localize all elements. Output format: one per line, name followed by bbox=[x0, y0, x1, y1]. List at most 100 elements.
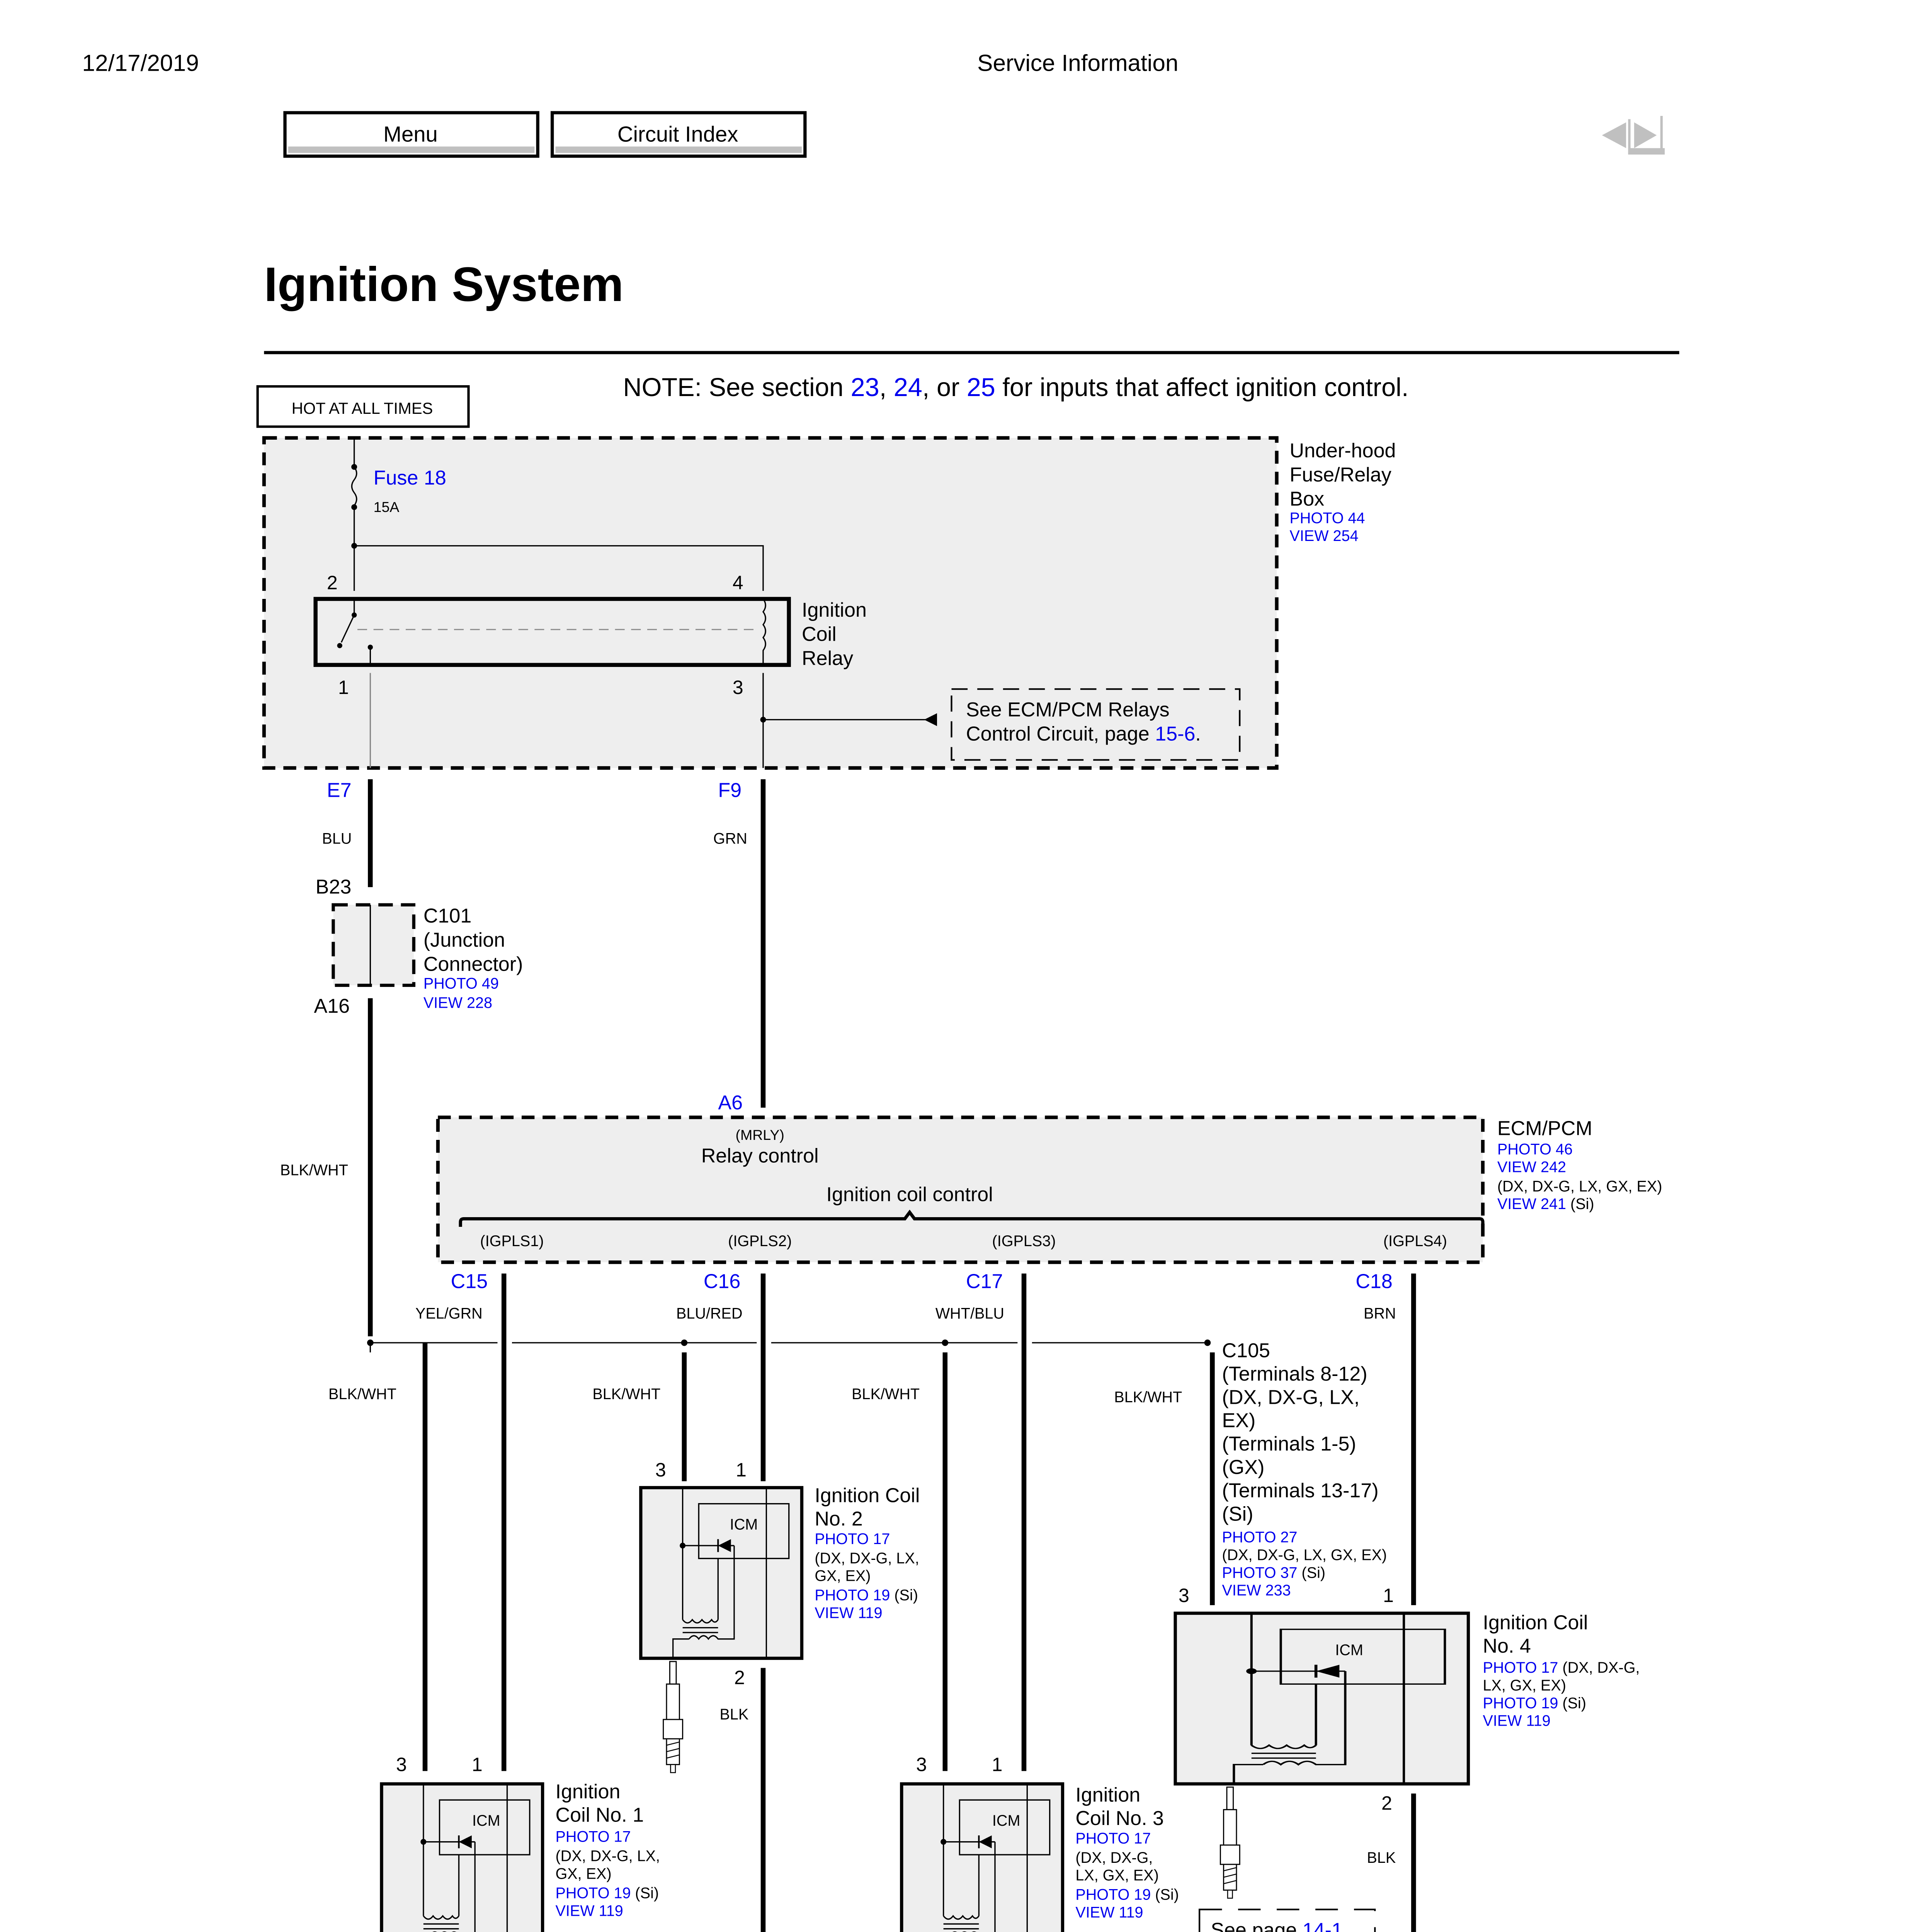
igpls2: (IGPLS2) bbox=[728, 1233, 792, 1250]
c101-photo-link[interactable]: PHOTO 49 bbox=[423, 975, 499, 992]
terminal-b23: B23 bbox=[316, 876, 352, 898]
menu-button[interactable]: Menu bbox=[283, 111, 539, 158]
igpls3: (IGPLS3) bbox=[992, 1233, 1056, 1250]
ecm-pcm-box bbox=[438, 1117, 1483, 1262]
ecm-view241-link[interactable]: VIEW 241 bbox=[1497, 1196, 1566, 1213]
terminal-f9: F9 bbox=[718, 779, 742, 802]
coil2-photo19-link[interactable]: PHOTO 19 bbox=[815, 1587, 890, 1604]
relay-coil-icon bbox=[762, 599, 766, 665]
svg-text:(DX, DX-G,LX, GX, EX): (DX, DX-G,LX, GX, EX) bbox=[1075, 1849, 1159, 1884]
c105-photo37-link[interactable]: PHOTO 37 bbox=[1222, 1564, 1298, 1581]
terminal-c18: C18 bbox=[1355, 1270, 1393, 1293]
ecm-coil-control: Ignition coil control bbox=[827, 1183, 993, 1206]
section-24-link[interactable]: 24 bbox=[894, 373, 922, 402]
svg-text:LX, GX, EX): LX, GX, EX) bbox=[1483, 1677, 1566, 1694]
power-source-box bbox=[256, 385, 470, 428]
coil4-photo19-link[interactable]: PHOTO 19 bbox=[1483, 1695, 1558, 1712]
svg-text:2: 2 bbox=[1381, 1792, 1392, 1814]
prev-next-arrows-icon[interactable] bbox=[1602, 116, 1665, 155]
ecm-photo-link[interactable]: PHOTO 46 bbox=[1497, 1141, 1573, 1158]
svg-text:ICM: ICM bbox=[472, 1812, 500, 1829]
print-date: 12/17/2019 bbox=[82, 49, 199, 76]
coil1-photo17-link[interactable]: PHOTO 17 bbox=[556, 1828, 631, 1845]
coil2-view-link[interactable]: VIEW 119 bbox=[815, 1605, 882, 1622]
svg-text:2: 2 bbox=[734, 1667, 745, 1688]
svg-text:PHOTO 19 (Si): PHOTO 19 (Si) bbox=[556, 1885, 659, 1902]
wire-color-blu: BLU bbox=[322, 830, 352, 847]
ignition-coil-relay bbox=[313, 597, 791, 667]
svg-text:BLK: BLK bbox=[1367, 1849, 1396, 1866]
coil1-photo19-link[interactable]: PHOTO 19 bbox=[556, 1885, 631, 1902]
svg-text:1: 1 bbox=[1383, 1585, 1394, 1606]
terminal-a6: A6 bbox=[718, 1092, 743, 1114]
page-14-1-link[interactable]: 14-1 bbox=[1303, 1919, 1343, 1932]
svg-text:BLK: BLK bbox=[720, 1706, 749, 1723]
wire-color-blu-red: BLU/RED bbox=[676, 1305, 743, 1322]
svg-text:(DX, DX-G, LX,GX, EX): (DX, DX-G, LX,GX, EX) bbox=[556, 1848, 660, 1883]
coil2-photo17-link[interactable]: PHOTO 17 bbox=[815, 1531, 890, 1548]
fuse-box-photo-link[interactable]: PHOTO 44 bbox=[1290, 510, 1365, 527]
c101-view-link[interactable]: VIEW 228 bbox=[423, 994, 492, 1011]
ecm-view242-link[interactable]: VIEW 242 bbox=[1497, 1158, 1566, 1175]
igpls1: (IGPLS1) bbox=[480, 1233, 544, 1250]
coil3-photo17-link[interactable]: PHOTO 17 bbox=[1075, 1830, 1151, 1847]
terminal-a16: A16 bbox=[314, 995, 350, 1017]
svg-text:1: 1 bbox=[992, 1753, 1003, 1775]
circuit-index-button[interactable]: Circuit Index bbox=[551, 111, 807, 158]
power-source-label: HOT AT ALL TIMES bbox=[292, 399, 433, 417]
note-text: NOTE: See section 23, 24, or 25 for inpu… bbox=[623, 373, 1409, 402]
page-title: Ignition System bbox=[264, 258, 624, 311]
spark-plug-icon bbox=[1219, 1786, 1240, 1899]
wire-color-yel-grn: YEL/GRN bbox=[415, 1305, 483, 1322]
igpls4: (IGPLS4) bbox=[1383, 1233, 1447, 1250]
relay-pin-1: 1 bbox=[338, 677, 349, 698]
wire-color-wht-blu: WHT/BLU bbox=[935, 1305, 1004, 1322]
svg-text:PHOTO 19 (Si): PHOTO 19 (Si) bbox=[815, 1587, 918, 1604]
c105-photo27-link[interactable]: PHOTO 27 bbox=[1222, 1529, 1298, 1546]
svg-text:ICM: ICM bbox=[730, 1516, 758, 1533]
wire-color-blk-wht-4: BLK/WHT bbox=[1114, 1389, 1182, 1406]
svg-text:3: 3 bbox=[655, 1459, 666, 1481]
wire-color-grn: GRN bbox=[713, 830, 747, 847]
svg-text:PHOTO 37 (Si): PHOTO 37 (Si) bbox=[1222, 1564, 1326, 1581]
c105-name: C105(Terminals 8-12)(DX, DX-G, LX,EX)(Te… bbox=[1222, 1339, 1379, 1525]
fuse-box-view-link[interactable]: VIEW 254 bbox=[1290, 527, 1359, 544]
coil4-photo17-link[interactable]: PHOTO 17 bbox=[1483, 1659, 1558, 1676]
coil3-view-link[interactable]: VIEW 119 bbox=[1075, 1904, 1143, 1921]
terminal-e7: E7 bbox=[327, 779, 352, 802]
terminal-c15: C15 bbox=[451, 1270, 488, 1293]
wire-color-blk-wht: BLK/WHT bbox=[280, 1162, 348, 1179]
svg-text:3: 3 bbox=[396, 1753, 407, 1775]
page-15-6-link[interactable]: 15-6 bbox=[1155, 723, 1195, 745]
relay-pin-4: 4 bbox=[733, 572, 743, 594]
svg-text:3: 3 bbox=[916, 1753, 927, 1775]
ecm-variants: (DX, DX-G, LX, GX, EX) bbox=[1497, 1178, 1662, 1195]
wire-color-blk-wht-3: BLK/WHT bbox=[852, 1386, 920, 1403]
section-23-link[interactable]: 23 bbox=[851, 373, 879, 402]
coil4-view-link[interactable]: VIEW 119 bbox=[1483, 1713, 1551, 1730]
terminal-c17: C17 bbox=[966, 1270, 1003, 1293]
svg-text:ICM: ICM bbox=[992, 1812, 1020, 1829]
fuse-relay-box bbox=[264, 438, 1277, 768]
see-page-ref-box bbox=[1199, 1908, 1376, 1932]
wire-color-brn: BRN bbox=[1364, 1305, 1396, 1322]
coil-control-brace bbox=[459, 1209, 1485, 1227]
svg-text:1: 1 bbox=[472, 1753, 483, 1775]
c105-variants: (DX, DX-G, LX, GX, EX) bbox=[1222, 1547, 1387, 1564]
wire-color-blk-wht-1: BLK/WHT bbox=[328, 1386, 396, 1403]
c105-view-link[interactable]: VIEW 233 bbox=[1222, 1582, 1291, 1599]
svg-text:PHOTO 19 (Si): PHOTO 19 (Si) bbox=[1483, 1695, 1587, 1712]
coil3-photo19-link[interactable]: PHOTO 19 bbox=[1075, 1886, 1151, 1903]
fuse-18-link[interactable]: Fuse 18 bbox=[374, 467, 446, 489]
section-25-link[interactable]: 25 bbox=[967, 373, 995, 402]
coil1-view-link[interactable]: VIEW 119 bbox=[556, 1902, 623, 1919]
